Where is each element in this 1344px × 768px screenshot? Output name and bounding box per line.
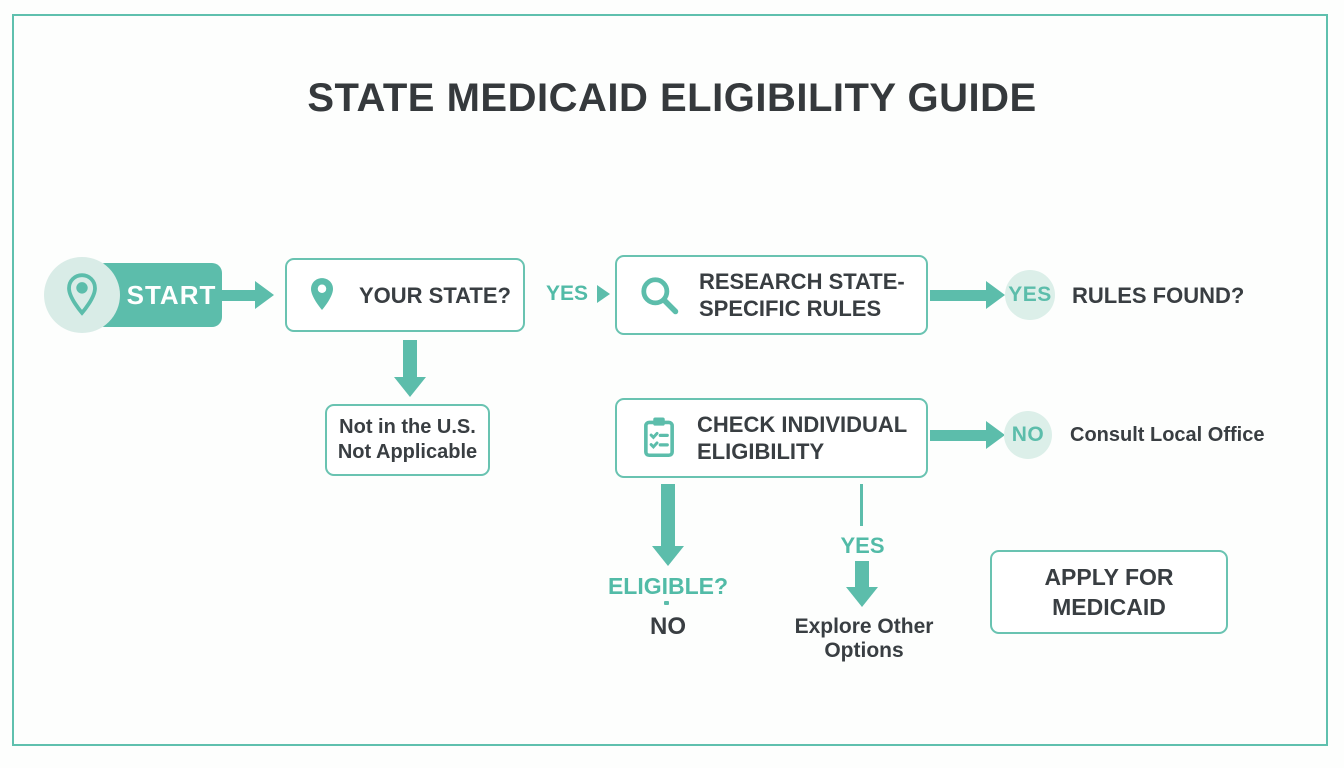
research-rules-line2: SPECIFIC RULES [699,296,882,321]
check-eligibility-line1: CHECK INDIVIDUAL [697,412,908,437]
research-rules-box: RESEARCH STATE- SPECIFIC RULES [615,255,928,335]
eligible-question-label: ELIGIBLE? [607,573,729,599]
apply-medicaid-box: APPLY FOR MEDICAID [990,550,1228,634]
consult-badge-label: NO [1011,423,1045,446]
arrowhead-research-to-rulesfound [986,281,1005,309]
arrow-check-to-consult [930,430,986,441]
explore-options-label: Explore Other Options [794,615,934,662]
explore-yes-label: YES [840,533,885,558]
location-pin-icon [63,271,101,319]
yes-connector-label: YES [546,282,589,305]
start-circle [44,257,120,333]
arrowhead-state-to-notapplicable [394,377,426,397]
not-applicable-box: Not in the U.S. Not Applicable [325,404,490,476]
rules-found-label: RULES FOUND? [1072,283,1245,308]
arrow-yes-to-explore [855,561,869,587]
clipboard-checklist-icon [639,415,679,461]
arrowhead-start-to-state [255,281,274,309]
start-label: START [126,279,217,310]
check-eligibility-box: CHECK INDIVIDUAL ELIGIBILITY [615,398,928,478]
apply-line2: MEDICAID [1052,594,1166,620]
eligible-dot [664,601,669,605]
consult-office-label: Consult Local Office [1070,424,1265,446]
arrowhead-yes-to-explore [846,587,878,607]
consult-no-badge: NO [1004,411,1052,459]
page-title: STATE MEDICAID ELIGIBILITY GUIDE [307,76,1037,120]
arrowhead-check-to-consult [986,421,1005,449]
check-eligibility-line2: ELIGIBILITY [697,439,825,464]
not-applicable-line1: Not in the U.S. [339,416,476,438]
triangle-right-icon [597,285,611,304]
arrow-start-to-state [222,290,255,301]
page-border-frame [12,14,1328,746]
your-state-label: YOUR STATE? [359,282,511,308]
line-check-to-yes [860,484,863,526]
arrow-check-to-eligible [661,484,675,546]
apply-line1: APPLY FOR [1044,564,1174,590]
location-pin-icon [307,276,337,314]
rules-found-badge-label: YES [1008,283,1052,306]
rules-found-yes-badge: YES [1005,270,1055,320]
research-rules-line1: RESEARCH STATE- [699,269,905,294]
magnifier-icon [637,273,681,317]
arrow-state-to-notapplicable [403,340,417,377]
eligible-no-label: NO [650,613,686,640]
yes-connector: YES [546,282,611,306]
arrow-research-to-rulesfound [930,290,986,301]
arrowhead-check-to-eligible [652,546,684,566]
your-state-box: YOUR STATE? [285,258,525,332]
not-applicable-line2: Not Applicable [337,441,478,463]
